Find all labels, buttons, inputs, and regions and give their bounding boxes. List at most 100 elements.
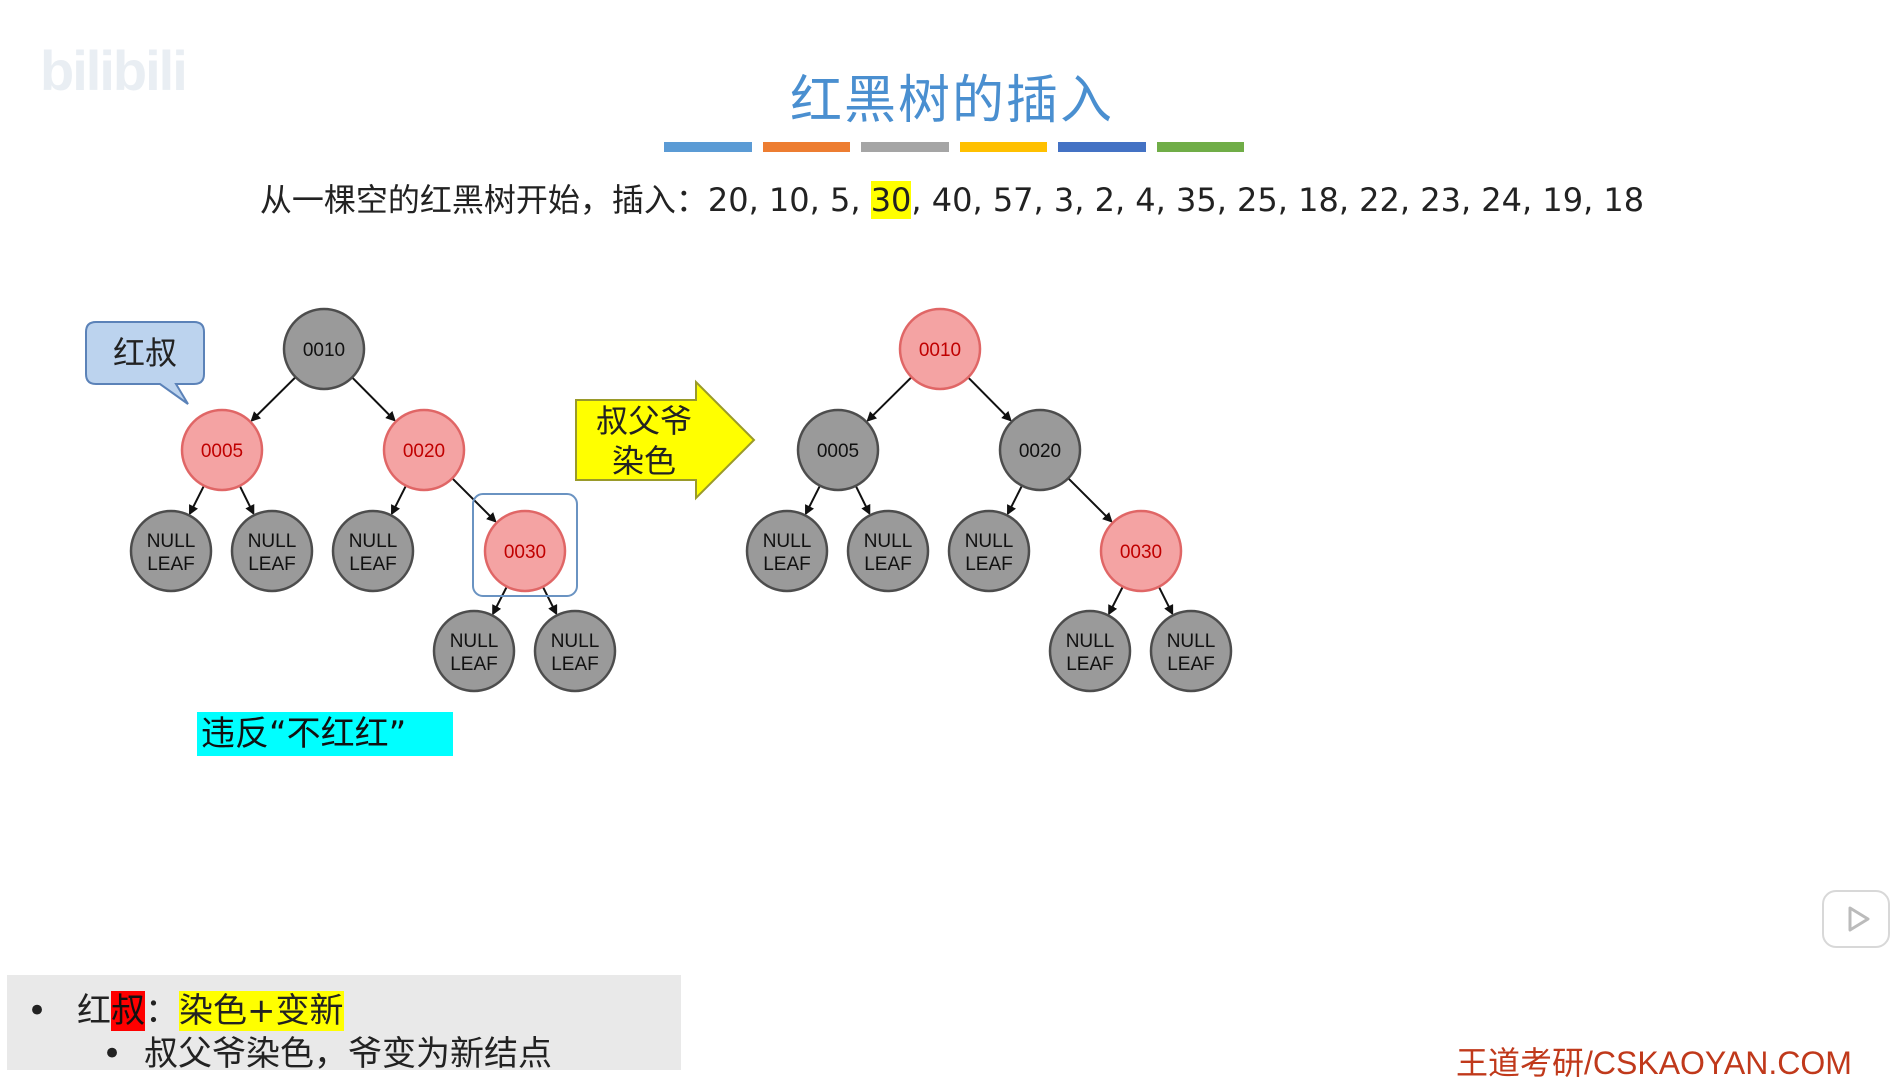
tree-edge: [351, 376, 396, 422]
node-label: LEAF: [1167, 654, 1215, 675]
tree-edge: [250, 376, 297, 422]
tree-edge: [1108, 586, 1124, 616]
node-label: 0020: [403, 441, 445, 462]
note-row-1: •红叔：染色+变新: [27, 983, 344, 1032]
node-circle: [180, 408, 264, 492]
node-label: LEAF: [864, 554, 912, 575]
tree-node-0030: 0030: [483, 509, 567, 593]
node-label: LEAF: [965, 554, 1013, 575]
tree-edge: [805, 485, 821, 516]
node-label: NULL: [147, 531, 196, 552]
note-red-prefix: 红: [77, 991, 111, 1031]
tree-edge: [541, 586, 558, 616]
node-circle: [230, 509, 314, 593]
node-label: LEAF: [450, 654, 498, 675]
tree-edge: [1007, 485, 1023, 516]
node-circle: [998, 408, 1082, 492]
note-red-uncle: 叔: [111, 991, 145, 1031]
tree-node-0005: 0005: [796, 408, 880, 492]
sequence-prefix: 从一棵空的红黑树开始，插入：: [259, 181, 708, 219]
node-label: LEAF: [763, 554, 811, 575]
tree-edge: [1157, 586, 1174, 616]
node-circle: [483, 509, 567, 593]
play-icon: [1848, 906, 1870, 932]
node-circle: [846, 509, 930, 593]
note-row-2: • 叔父爷染色，爷变为新结点: [102, 1026, 552, 1075]
color-bar: [762, 142, 850, 152]
tree-edge: [1067, 477, 1113, 523]
node-label: NULL: [551, 631, 600, 652]
color-bar: [959, 142, 1047, 152]
tree-edge: [967, 376, 1012, 422]
sequence-highlight: 30: [870, 181, 912, 219]
bullet: •: [102, 1034, 123, 1074]
callout-red-uncle: 红叔: [85, 321, 205, 405]
tree-edge: [238, 485, 255, 516]
node-circle: [382, 408, 466, 492]
tree-node-0010: 0010: [898, 307, 982, 391]
node-label: NULL: [763, 531, 812, 552]
page-title: 红黑树的插入: [789, 71, 1114, 131]
note-colon: ：: [145, 991, 179, 1031]
tree-edge: [391, 485, 407, 516]
node-label: LEAF: [1066, 654, 1114, 675]
node-label: NULL: [349, 531, 398, 552]
callout-text: 红叔: [113, 334, 177, 372]
footer-brand: 王道考研/CSKAOYAN.COM: [1456, 1045, 1852, 1081]
selection-box: [472, 493, 578, 597]
tree-edge: [866, 376, 913, 422]
node-label: 0020: [1019, 441, 1061, 462]
node-label: 0030: [504, 542, 546, 563]
node-label: NULL: [1167, 631, 1216, 652]
node-label: LEAF: [349, 554, 397, 575]
node-circle: [432, 609, 516, 693]
note-detail: 叔父爷染色，爷变为新结点: [144, 1034, 552, 1074]
tree-node-0005: 0005: [180, 408, 264, 492]
tree-edge: [492, 586, 508, 616]
sequence-before: 20, 10, 5,: [707, 181, 871, 219]
arrow-line2: 染色: [612, 442, 676, 480]
node-circle: [745, 509, 829, 593]
tree-node-0030: 0030: [1099, 509, 1183, 593]
node-circle: [1149, 609, 1233, 693]
node-label: NULL: [965, 531, 1014, 552]
title-color-bars: [664, 142, 1244, 154]
color-bar: [1156, 142, 1244, 152]
tree-node-0010: 0010: [282, 307, 366, 391]
node-label: NULL: [450, 631, 499, 652]
note-box: •红叔：染色+变新 •叔父爷染色，爷变为新结点: [7, 975, 681, 1074]
node-circle: [1048, 609, 1132, 693]
node-circle: [533, 609, 617, 693]
bullet: •: [27, 991, 48, 1031]
node-label: NULL: [864, 531, 913, 552]
node-label: NULL: [1066, 631, 1115, 652]
tree-node-0020: 0020: [382, 408, 466, 492]
edges-before: [189, 376, 558, 616]
insert-sequence: 从一棵空的红黑树开始，插入：20, 10, 5, 30, 40, 57, 3, …: [0, 175, 1904, 221]
node-circle: [282, 307, 366, 391]
node-label: LEAF: [551, 654, 599, 675]
tree-node-0020: 0020: [998, 408, 1082, 492]
node-circle: [898, 307, 982, 391]
recolor-arrow: 叔父爷 染色: [575, 379, 756, 501]
play-button[interactable]: [1822, 890, 1890, 948]
color-bar: [1058, 142, 1146, 152]
node-label: 0030: [1120, 542, 1162, 563]
color-bar: [861, 142, 949, 152]
node-circle: [129, 509, 213, 593]
node-label: NULL: [248, 531, 297, 552]
color-bar: [664, 142, 752, 152]
node-label: LEAF: [147, 554, 195, 575]
